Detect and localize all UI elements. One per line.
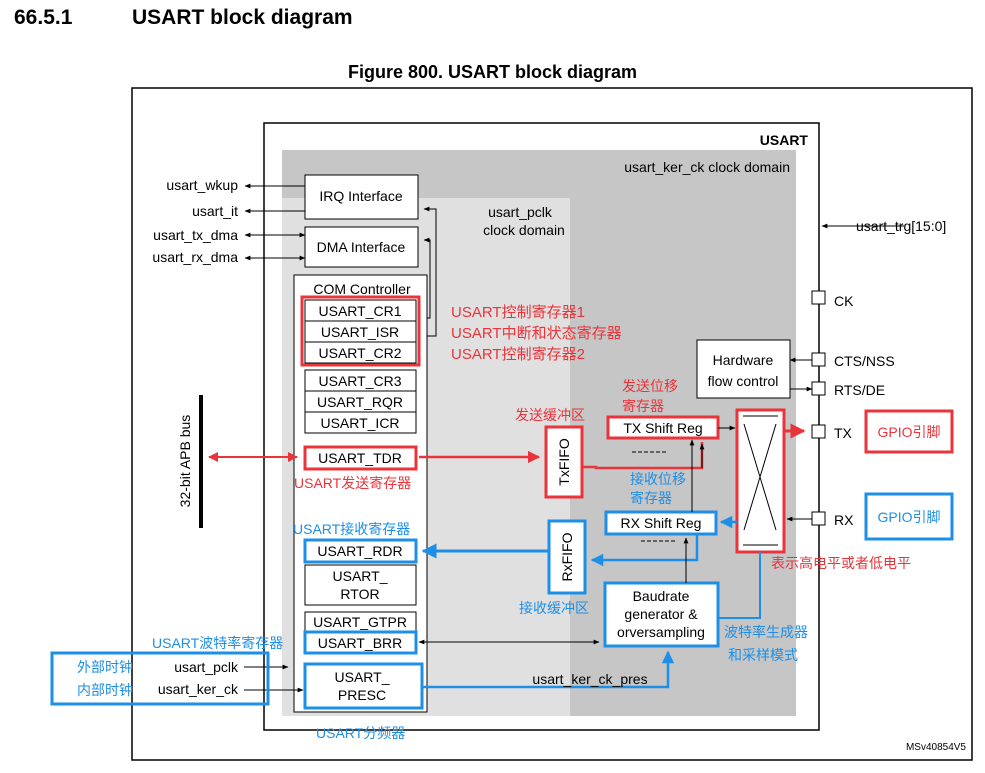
dma-interface-label: DMA Interface [317,239,406,255]
pin-tx [811,424,826,439]
apb-bus-label: 32-bit APB bus [177,415,193,508]
reg-tdr [303,445,418,471]
signal-usart-rx-dma: usart_rx_dma [152,249,238,265]
ker-ck-pres-label: usart_ker_ck_pres [532,671,647,687]
section-title: USART block diagram [132,6,353,29]
anno-isr: USART中断和状态寄存器 [451,324,622,342]
baud-level-line [718,552,761,619]
anno-rx-shift-1: 接收位移 [630,471,686,487]
gpio-rx-box [864,492,954,541]
signal-usart-it: usart_it [192,203,238,219]
com-controller-label: COM Controller [313,281,411,297]
rxshift-rxfifo-arrow [590,534,699,567]
pin-rx [811,511,826,526]
anno-baud-1: 波特率生成器 [724,624,808,640]
figure-id: MSv40854V5 [906,742,966,753]
anno-rdr: USART接收寄存器 [293,521,410,537]
pin-ck-label: CK [834,293,854,309]
reg-cr2-label: USART_CR2 [319,345,402,361]
reg-cr2 [304,341,417,364]
rxfifo [547,519,587,595]
pclk-domain-label-2: clock domain [483,222,565,238]
signal-usart-wkup: usart_wkup [166,177,238,193]
reg-rtor [304,564,417,606]
reg-cr1-label: USART_CR1 [319,303,402,319]
pclk-domain-label-1: usart_pclk [488,204,553,220]
tx-shift-reg-label: TX Shift Reg [623,420,702,436]
rx-shift-reg-label: RX Shift Reg [621,515,702,531]
anno-tx-shift-1: 发送位移 [622,378,678,394]
pin-rts [811,381,826,396]
anno-tx-buffer: 发送缓冲区 [515,407,585,423]
signal-usart-trg: usart_trg[15:0] [856,218,946,234]
anno-cr1: USART控制寄存器1 [451,303,585,321]
baudrate-generator [603,581,720,648]
pin-rx-label: RX [834,512,854,528]
pin-cts [811,352,826,367]
baud-label-3: orversampling [617,624,705,640]
hw-flow-label-2: flow control [708,373,779,389]
reg-tdr-label: USART_TDR [318,450,402,466]
gpio-tx-label: GPIO引脚 [877,424,940,440]
anno-tdr: USART发送寄存器 [294,475,411,491]
reg-icr-label: USART_ICR [320,415,399,431]
anno-int-clk: 内部时钟 [77,682,133,698]
reg-presc-label-1: USART_ [335,669,390,685]
reg-isr-label: USART_ISR [321,324,399,340]
reg-rtor-label-1: USART_ [333,568,388,584]
baud-label-2: generator & [624,606,698,622]
anno-ext-clk: 外部时钟 [77,659,133,675]
hw-flow-control [696,339,791,399]
dma-feedback [423,237,431,319]
pin-ck [811,290,826,305]
reg-cr3-label: USART_CR3 [319,373,402,389]
rx-shift-reg [604,510,718,536]
gpio-rx-label: GPIO引脚 [877,509,940,525]
section-number: 66.5.1 [14,6,73,29]
txfifo [544,425,584,499]
reg-group-1-highlight [300,295,421,367]
level-cross-line-2 [743,423,777,531]
gpio-tx-box [864,409,954,454]
signal-usart-ker-ck: usart_ker_ck [158,681,239,697]
irq-interface [304,174,419,220]
anno-baud-2: 和采样模式 [728,647,798,663]
dma-interface [304,226,419,268]
irq-feedback [423,206,437,337]
usart-label: USART [760,132,809,148]
pin-rts-label: RTS/DE [834,382,885,398]
reg-rdr-label: USART_RDR [317,543,402,559]
reg-brr [303,630,418,655]
signal-usart-tx-dma: usart_tx_dma [153,227,238,243]
txfifo-label: TxFIFO [556,438,572,486]
anno-cr2: USART控制寄存器2 [451,345,585,363]
ker-ck-domain-label: usart_ker_ck clock domain [624,159,790,175]
presc-baud-arrow [422,650,675,689]
reg-gtpr-label: USART_GTPR [313,614,407,630]
level-block [735,408,786,554]
rxfifo-label: RxFIFO [559,532,575,581]
reg-presc [303,662,424,710]
irq-interface-label: IRQ Interface [319,188,402,204]
reg-brr-label: USART_BRR [318,635,403,651]
anno-rx-shift-2: 寄存器 [630,490,672,506]
figure-title: Figure 800. USART block diagram [347,62,638,82]
reg-icr [304,411,417,434]
anno-brr: USART波特率寄存器 [152,635,283,651]
pin-cts-label: CTS/NSS [834,353,895,369]
reg-rdr [303,538,418,564]
anno-level: 表示高电平或者低电平 [771,555,911,571]
reg-rqr-label: USART_RQR [317,394,403,410]
anno-tx-shift-2: 寄存器 [622,398,664,414]
reg-rtor-label-2: RTOR [340,586,379,602]
anno-presc: USART分频器 [316,725,405,741]
clock-anno-box [50,651,270,706]
anno-rx-buffer: 接收缓冲区 [519,600,589,616]
pin-tx-label: TX [834,425,853,441]
signal-usart-pclk: usart_pclk [174,659,239,675]
reg-presc-label-2: PRESC [338,687,386,703]
baud-label-1: Baudrate [633,588,690,604]
hw-flow-label-1: Hardware [713,352,774,368]
